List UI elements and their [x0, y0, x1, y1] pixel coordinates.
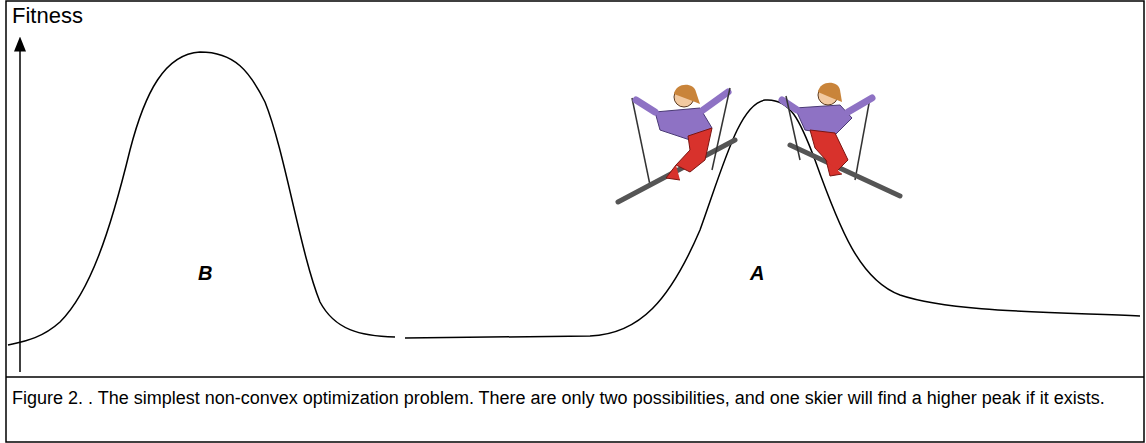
peak-b-curve	[8, 52, 395, 345]
caption-divider	[6, 376, 1144, 378]
skier-left	[618, 85, 735, 202]
skier-right	[782, 83, 900, 196]
peak-a-curve	[405, 100, 1140, 338]
axis-title: Fitness	[12, 3, 83, 29]
figure-caption: Figure 2. . The simplest non-convex opti…	[12, 386, 1122, 410]
frame	[6, 1, 1144, 442]
peak-label: A	[750, 262, 764, 285]
peak-label: B	[198, 262, 212, 285]
fitness-axis	[19, 44, 21, 372]
